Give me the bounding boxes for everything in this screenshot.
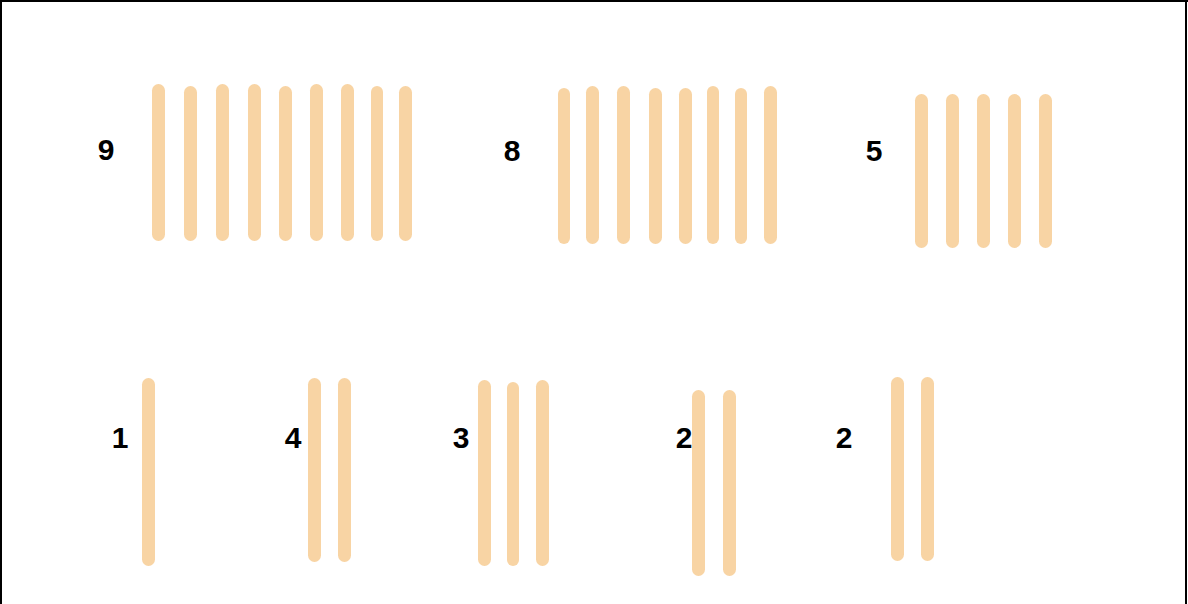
callout-number: 2 xyxy=(836,423,853,453)
callout-number: 3 xyxy=(453,423,470,453)
stick xyxy=(507,382,519,566)
stick-group xyxy=(478,380,549,566)
stick xyxy=(586,86,599,244)
stick-group xyxy=(152,84,412,241)
stick xyxy=(308,378,321,562)
stick xyxy=(399,86,412,241)
stick-group xyxy=(692,390,736,576)
stick-group xyxy=(558,86,777,244)
stick xyxy=(1008,94,1021,248)
frame-line xyxy=(1185,0,1187,604)
stick xyxy=(536,380,549,566)
stick xyxy=(152,84,165,241)
stick xyxy=(735,88,747,244)
frame-line xyxy=(0,0,1188,2)
callout-number: 8 xyxy=(504,136,521,166)
stick xyxy=(184,86,197,241)
stick xyxy=(692,390,705,576)
stick xyxy=(921,377,934,561)
stick-group xyxy=(915,94,1052,248)
stick xyxy=(915,94,928,248)
stick xyxy=(891,377,904,561)
stick xyxy=(310,84,323,241)
stick xyxy=(723,390,736,576)
callout-number: 1 xyxy=(112,423,129,453)
stick-group xyxy=(142,378,155,566)
stick xyxy=(216,84,229,241)
callout-number: 5 xyxy=(866,136,883,166)
stick xyxy=(764,86,777,244)
stick xyxy=(142,378,155,566)
callout-number: 4 xyxy=(285,423,302,453)
stick xyxy=(1039,94,1052,248)
stick xyxy=(649,88,662,244)
stick xyxy=(341,84,354,241)
stick xyxy=(977,94,990,248)
callout-number: 2 xyxy=(676,423,693,453)
stick xyxy=(946,94,959,248)
stick xyxy=(617,86,630,244)
stick xyxy=(371,86,383,241)
stick xyxy=(338,378,351,562)
stick-group xyxy=(308,378,351,562)
stick xyxy=(248,84,261,241)
stick xyxy=(707,86,719,244)
frame-line xyxy=(0,0,2,604)
stick-group xyxy=(891,377,934,561)
stick xyxy=(478,380,491,566)
stick xyxy=(558,88,570,244)
stick xyxy=(679,88,692,244)
stick xyxy=(279,86,292,241)
callout-number: 9 xyxy=(98,135,115,165)
